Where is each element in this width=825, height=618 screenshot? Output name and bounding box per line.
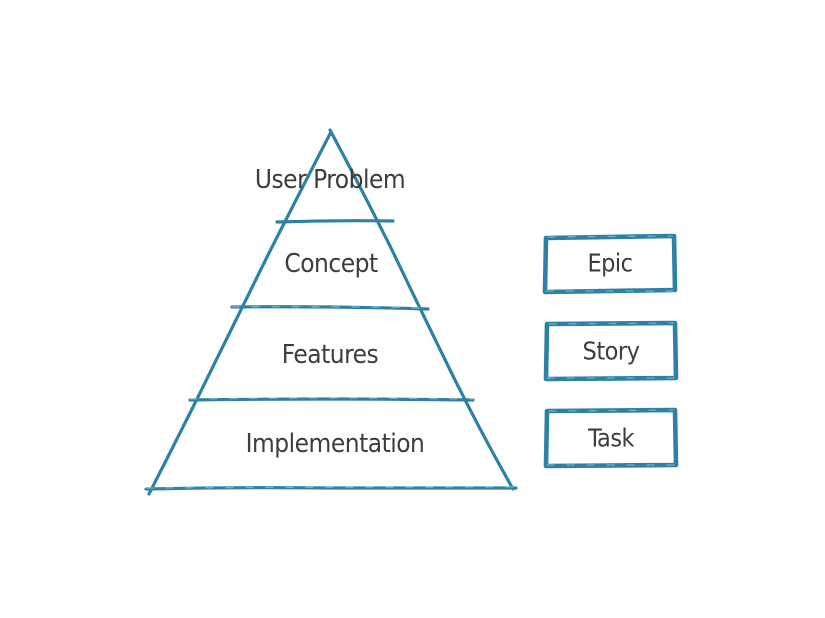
legend-box-label-epic: Epic bbox=[587, 248, 633, 278]
task-box bbox=[543, 407, 679, 469]
epic-box-texture bbox=[545, 235, 674, 292]
story-box bbox=[543, 320, 679, 382]
pyramid-texture bbox=[145, 306, 517, 489]
pyramid-level-label-user-problem: User Problem bbox=[254, 165, 406, 195]
legend-box-label-story: Story bbox=[582, 336, 640, 366]
pyramid-level-label-implementation: Implementation bbox=[245, 429, 425, 459]
story-box-texture bbox=[546, 322, 675, 379]
epic-box bbox=[542, 233, 678, 295]
task-box-texture bbox=[546, 409, 675, 466]
pyramid-base-edge bbox=[144, 486, 518, 491]
pyramid-divider-3 bbox=[188, 397, 475, 402]
pyramid-divider-2 bbox=[230, 305, 430, 311]
pyramid-level-label-concept: Concept bbox=[284, 249, 378, 279]
pyramid-right-edge bbox=[328, 128, 515, 491]
legend-box-label-task: Task bbox=[587, 423, 635, 453]
pyramid-left-edge bbox=[147, 130, 333, 496]
pyramid-divider-1 bbox=[275, 219, 395, 224]
pyramid-level-label-features: Features bbox=[281, 340, 379, 370]
